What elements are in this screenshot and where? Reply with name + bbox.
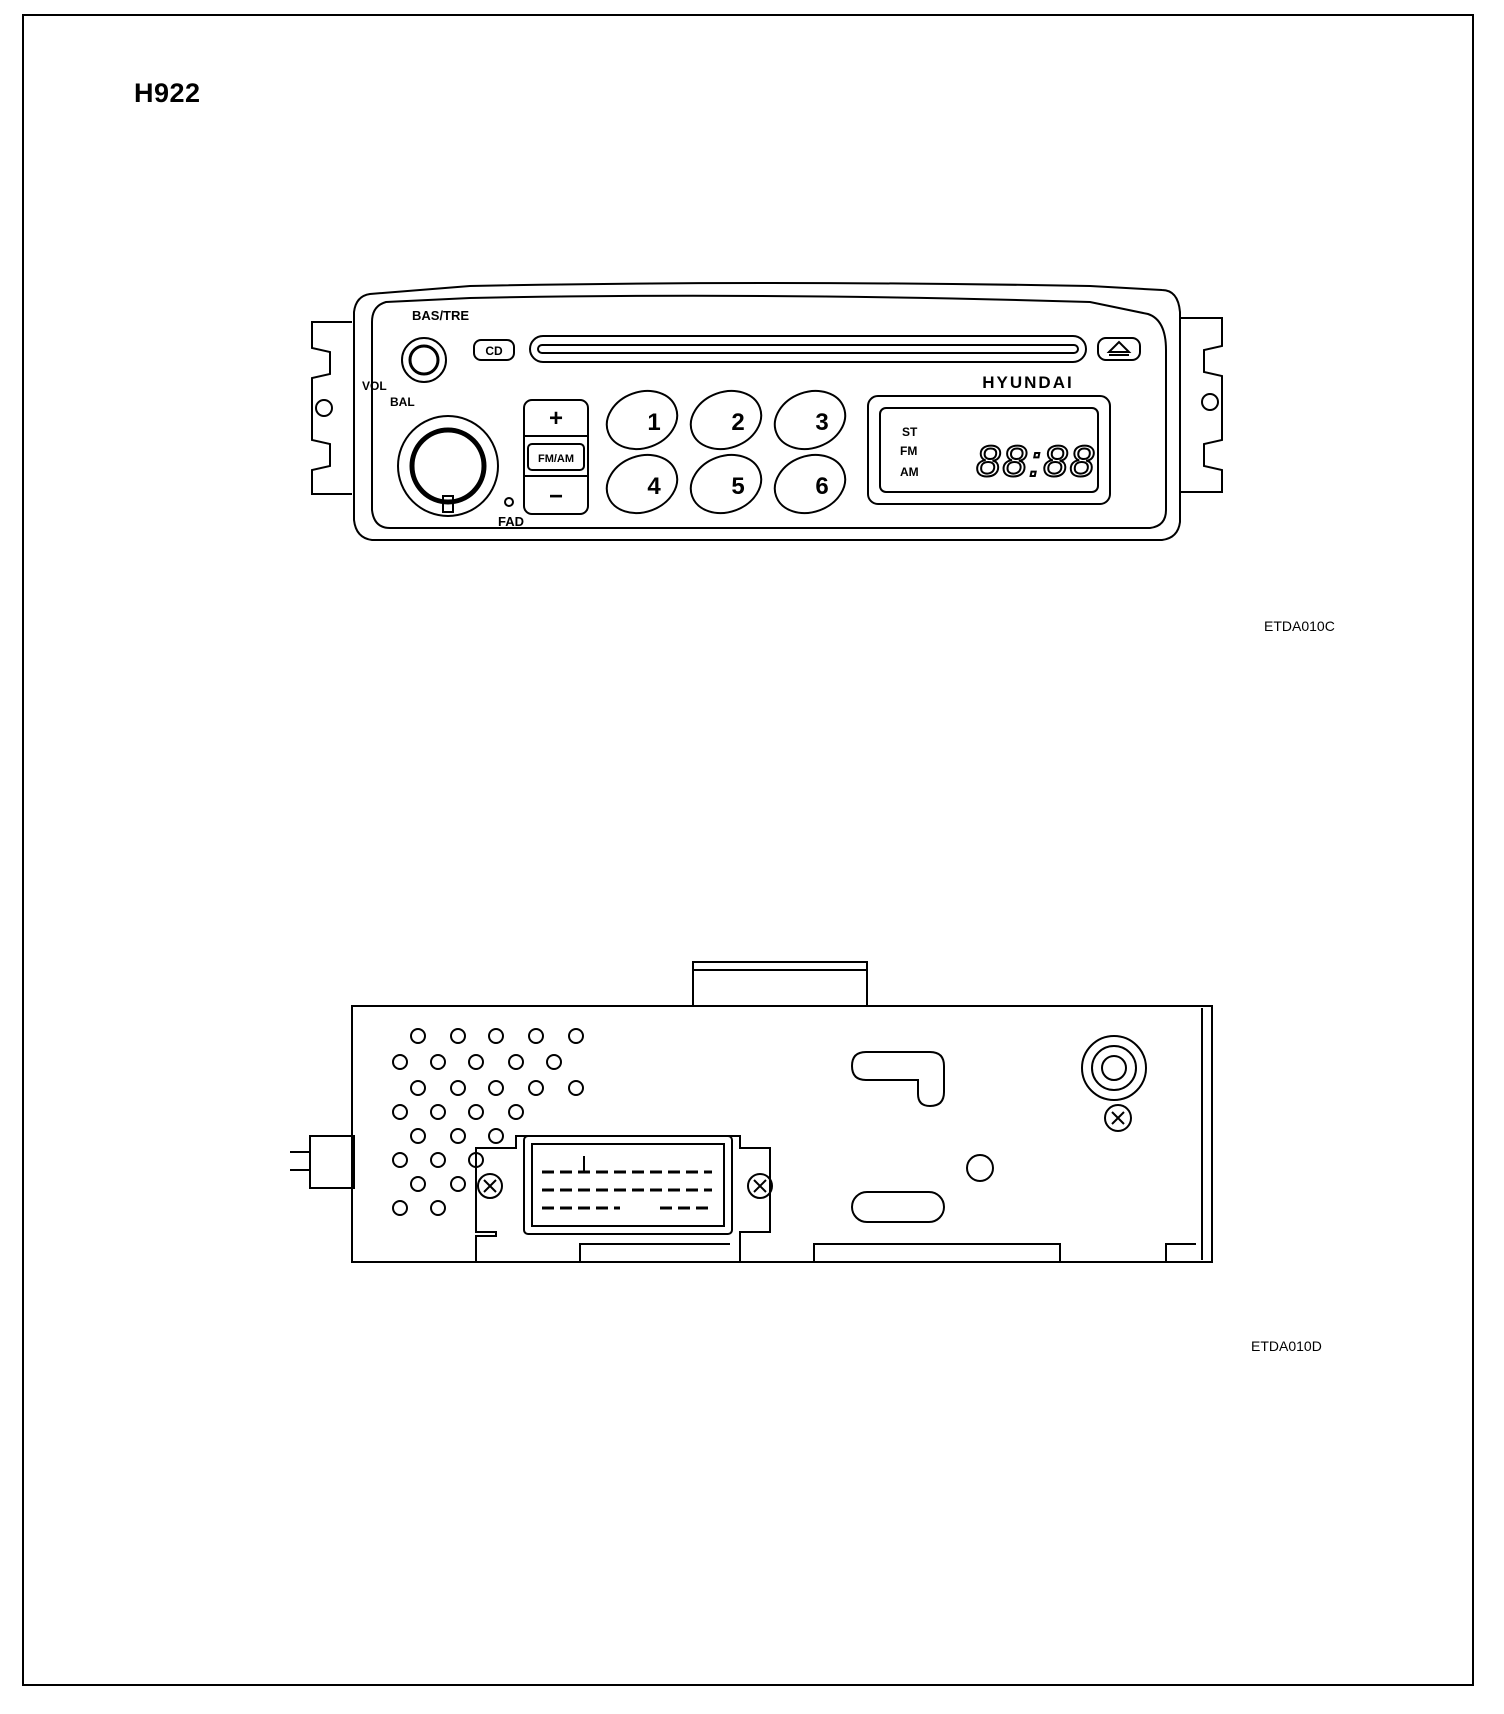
bottom-notch-right <box>1165 1243 1196 1262</box>
tune-rocker <box>523 399 589 515</box>
ground-screw <box>1104 1104 1132 1132</box>
screw-left-cross-icon <box>483 1179 497 1193</box>
connector-screw-right <box>747 1173 773 1199</box>
left-mounting-bracket <box>311 321 352 495</box>
cd-slot <box>529 335 1087 363</box>
cd-button[interactable] <box>473 339 515 361</box>
connector-screw-left <box>477 1173 503 1199</box>
rear-view <box>290 961 1213 1263</box>
wiring-connector <box>523 1135 733 1235</box>
fm-am-label: FM/AM <box>538 453 574 465</box>
display-st-label: ST <box>902 425 918 439</box>
bas-tre-label: BAS/TRE <box>412 308 469 323</box>
right-mounting-bracket <box>1180 317 1223 493</box>
wiring-connector-inner <box>531 1143 725 1227</box>
preset-label-4: 4 <box>647 473 661 500</box>
vol-knob-inner <box>409 427 487 505</box>
preset-label-1: 1 <box>647 409 660 436</box>
ventilation-holes <box>392 1028 584 1216</box>
display-fm-label: FM <box>900 444 917 458</box>
antenna-plug <box>309 1135 355 1189</box>
minus-label: − <box>549 483 563 510</box>
aux-jack-mid <box>1091 1045 1137 1091</box>
brand-label: HYUNDAI <box>982 373 1073 392</box>
preset-button-4[interactable] <box>599 445 686 522</box>
page-frame <box>22 14 1474 1686</box>
vol-knob-marker <box>442 495 454 513</box>
aux-jack-inner <box>1101 1055 1127 1081</box>
preset-label-2: 2 <box>731 409 744 436</box>
fad-button[interactable] <box>504 497 514 507</box>
eject-button[interactable] <box>1097 337 1141 361</box>
fm-am-button[interactable] <box>527 443 585 471</box>
preset-label-6: 6 <box>815 473 828 500</box>
left-bracket-hole <box>315 399 333 417</box>
bas-tre-knob-inner <box>408 344 440 376</box>
bal-label: BAL <box>390 395 415 409</box>
preset-button-1[interactable] <box>599 381 686 458</box>
faceplate-outer <box>353 282 1181 541</box>
cd-label: CD <box>485 344 503 358</box>
rear-view-caption: ETDA010D <box>1251 1338 1322 1354</box>
aux-jack-outer <box>1081 1035 1147 1101</box>
display-am-label: AM <box>900 465 919 479</box>
connector-pins <box>542 1170 712 1210</box>
vol-knob[interactable] <box>397 415 499 517</box>
fad-label: FAD <box>498 514 524 529</box>
display-digits: 88:88 <box>976 437 1096 486</box>
l-shaped-slot <box>850 1051 945 1108</box>
preset-button-6[interactable] <box>767 445 854 522</box>
round-hole <box>966 1154 994 1182</box>
oval-slot <box>851 1191 945 1223</box>
ground-screw-cross-icon <box>1111 1111 1125 1125</box>
preset-label-3: 3 <box>815 409 828 436</box>
screw-right-cross-icon <box>753 1179 767 1193</box>
bottom-rail <box>579 1243 1061 1262</box>
bas-tre-knob[interactable] <box>401 337 447 383</box>
right-bracket-hole <box>1201 393 1219 411</box>
eject-icon <box>1106 340 1132 353</box>
cd-slot-inner <box>537 344 1079 354</box>
front-view-caption: ETDA010C <box>1264 618 1335 634</box>
preset-button-5[interactable] <box>683 445 770 522</box>
preset-button-3[interactable] <box>767 381 854 458</box>
plus-label: + <box>549 405 563 432</box>
front-view <box>311 282 1223 541</box>
display-frame <box>867 395 1111 505</box>
page-title: H922 <box>134 78 201 108</box>
rear-housing <box>351 1005 1213 1263</box>
top-tab <box>692 961 868 1007</box>
vol-label: VOL <box>362 379 387 393</box>
preset-button-2[interactable] <box>683 381 770 458</box>
faceplate-inner <box>371 294 1167 529</box>
display-screen <box>879 407 1099 493</box>
preset-label-5: 5 <box>731 473 744 500</box>
